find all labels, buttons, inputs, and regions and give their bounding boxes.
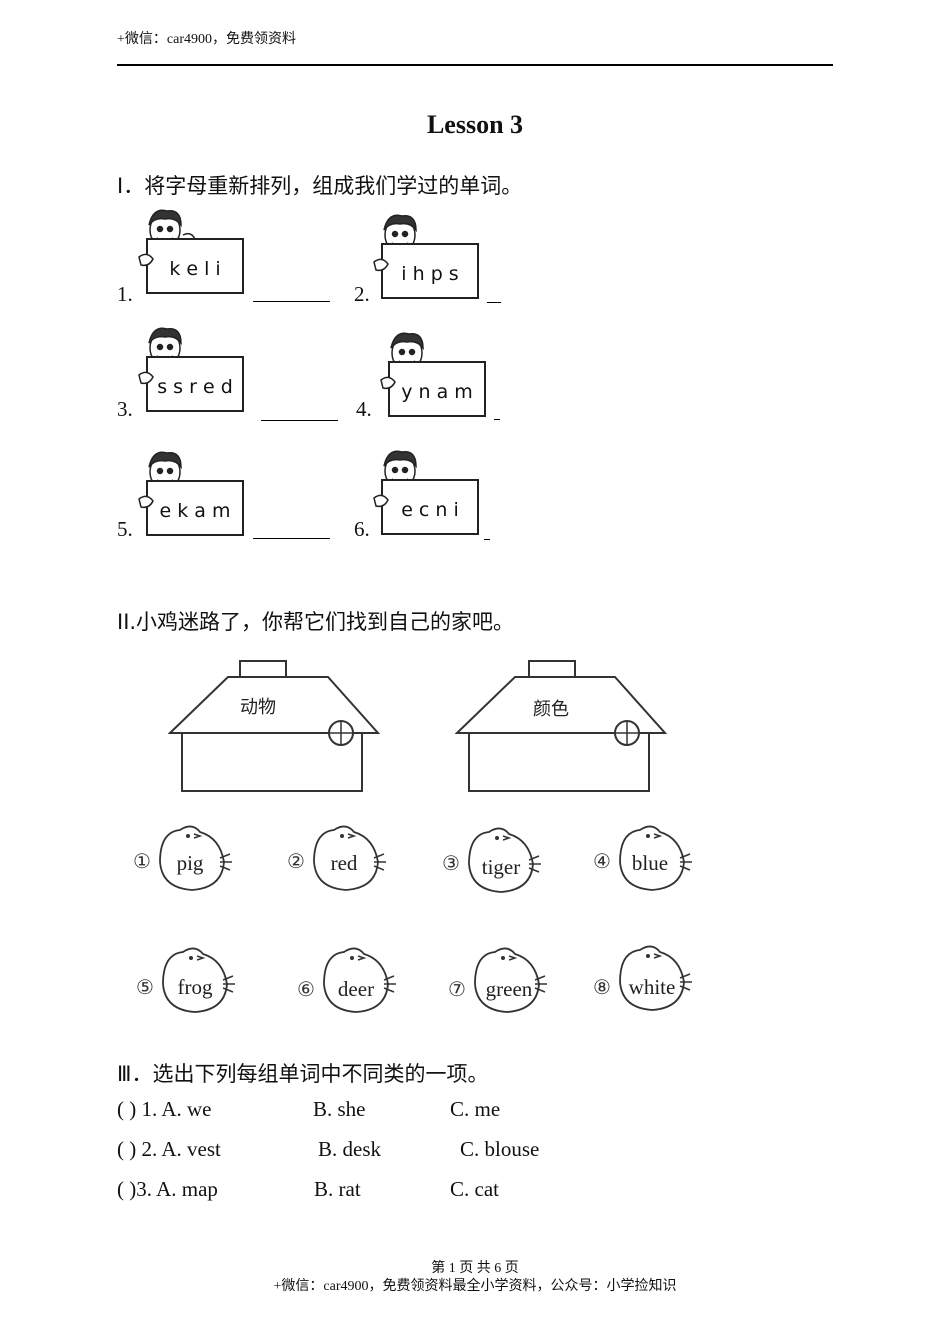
svg-text:④: ④ — [593, 849, 611, 873]
item-number: 6. — [354, 517, 370, 541]
svg-text:①: ① — [133, 849, 151, 873]
letter-card: e k a m — [135, 447, 250, 542]
answer-blank[interactable] — [484, 539, 490, 540]
chick-card[interactable]: ⑦ green — [443, 940, 558, 1020]
page-title: Lesson 3 — [426, 110, 524, 139]
answer-blank[interactable] — [253, 538, 330, 539]
svg-text:i h p s: i h p s — [401, 263, 458, 285]
chick-card[interactable]: ⑥ deer — [292, 940, 402, 1020]
svg-text:frog: frog — [178, 975, 213, 999]
answer-blank[interactable] — [253, 301, 330, 302]
chick-card[interactable]: ④ blue — [588, 818, 698, 898]
header-divider — [117, 64, 833, 66]
letter-card: y n a m — [377, 328, 492, 423]
house-label: 动物 — [240, 697, 276, 718]
svg-text:pig: pig — [177, 851, 204, 875]
svg-text:③: ③ — [442, 851, 460, 875]
item-number: 2. — [354, 282, 370, 306]
question-row: ( ) 2. A. vest B. desk C. blouse — [117, 1137, 817, 1165]
option-b[interactable]: B. rat — [314, 1177, 361, 1201]
svg-text:blue: blue — [632, 851, 668, 875]
svg-text:⑤: ⑤ — [136, 975, 154, 999]
footer-note: +微信：car4900，免费领资料最全小学资料，公众号：小学捡知识 — [273, 1279, 677, 1294]
option-b[interactable]: B. desk — [318, 1137, 381, 1161]
svg-text:s s r e d: s s r e d — [157, 376, 233, 398]
page-number: 第 1 页 共 6 页 — [431, 1261, 519, 1276]
item-number: 3. — [117, 397, 133, 421]
question-stem[interactable]: ( ) 2. A. vest — [117, 1137, 221, 1161]
option-c[interactable]: C. cat — [450, 1177, 499, 1201]
chick-card[interactable]: ⑧ white — [588, 938, 703, 1018]
svg-text:⑦: ⑦ — [448, 977, 466, 1001]
question-stem[interactable]: ( )3. A. map — [117, 1177, 218, 1201]
svg-text:⑧: ⑧ — [593, 975, 611, 999]
svg-text:e k a m: e k a m — [160, 500, 231, 522]
letter-card: i h p s — [370, 210, 485, 305]
svg-text:red: red — [331, 851, 358, 875]
house-label: 颜色 — [533, 699, 569, 720]
option-c[interactable]: C. blouse — [460, 1137, 540, 1161]
question-stem[interactable]: ( ) 1. A. we — [117, 1097, 212, 1121]
chick-card[interactable]: ② red — [282, 818, 392, 898]
svg-text:tiger: tiger — [482, 855, 520, 879]
letter-card: s s r e d — [135, 323, 250, 418]
svg-text:white: white — [629, 975, 676, 999]
item-number: 1. — [117, 282, 133, 306]
card-letters: k e l i — [169, 258, 220, 280]
chick-card[interactable]: ① pig — [128, 818, 238, 898]
svg-text:e c n i: e c n i — [401, 499, 459, 521]
question-row: ( ) 1. A. we B. she C. me — [117, 1097, 817, 1125]
section1-heading: I．将字母重新排列，组成我们学过的单词。 — [117, 174, 523, 198]
item-number: 5. — [117, 517, 133, 541]
house-colors: 颜色 — [455, 655, 670, 795]
option-c[interactable]: C. me — [450, 1097, 501, 1121]
svg-text:⑥: ⑥ — [297, 977, 315, 1001]
svg-text:y n a m: y n a m — [401, 381, 473, 403]
answer-blank[interactable] — [487, 302, 501, 303]
option-b[interactable]: B. she — [313, 1097, 366, 1121]
chick-card[interactable]: ⑤ frog — [131, 940, 241, 1020]
answer-blank[interactable] — [261, 420, 338, 421]
item-number: 4. — [356, 397, 372, 421]
house-animals: 动物 — [168, 655, 383, 795]
section2-heading: II.小鸡迷路了，你帮它们找到自己的家吧。 — [117, 610, 515, 634]
svg-text:green: green — [486, 977, 533, 1001]
letter-card: e c n i — [370, 446, 485, 541]
answer-blank[interactable] — [494, 419, 500, 420]
question-row: ( )3. A. map B. rat C. cat — [117, 1177, 817, 1205]
section3-heading: Ⅲ．选出下列每组单词中不同类的一项。 — [117, 1062, 489, 1086]
letter-card: k e l i — [135, 205, 250, 300]
chick-card[interactable]: ③ tiger — [437, 820, 552, 900]
svg-text:②: ② — [287, 849, 305, 873]
header-note: +微信：car4900，免费领资料 — [117, 32, 296, 47]
svg-text:deer: deer — [338, 977, 374, 1001]
